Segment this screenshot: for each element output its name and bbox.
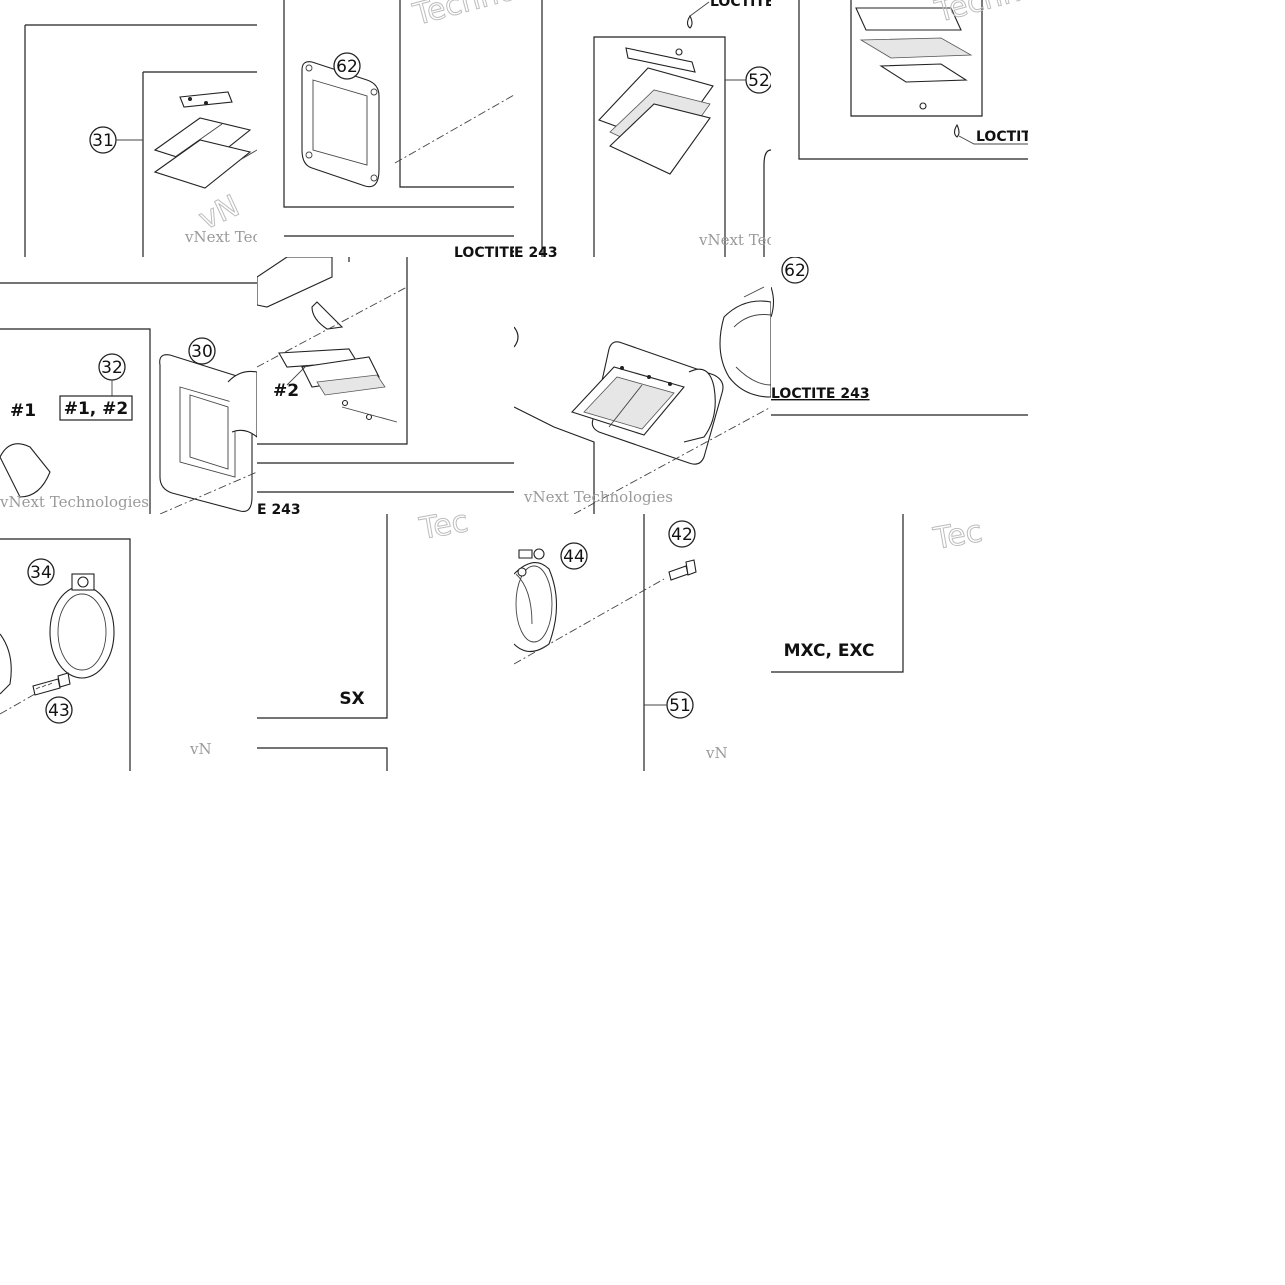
callout-31: 31: [89, 126, 117, 154]
callout-42: 42: [668, 520, 696, 548]
callout-32: 32: [98, 353, 126, 381]
loctite-label: LOCTITE 243: [454, 245, 514, 257]
watermark-text: vNext Technologies: [523, 488, 673, 506]
callout-44-number: 44: [563, 547, 585, 567]
diagram-tile-reed-block: vNext Technologies: [514, 257, 771, 514]
diagram-tile-sleeve-44: 44 42 51 vN: [514, 514, 771, 771]
callout-62: 62: [333, 52, 361, 80]
diagram-tile-gasket-stack: LOCTITE Techno: [771, 0, 1028, 257]
callout-52: 52: [745, 66, 771, 94]
callout-34: 34: [27, 558, 55, 586]
callout-62-ref-number: 62: [784, 261, 806, 281]
diagram-tile-reed-plate-52: LOCTITE 52 vNext Tec E 243: [514, 0, 771, 257]
callout-51: 51: [666, 691, 694, 719]
callout-51-number: 51: [669, 696, 691, 716]
variant-2-label: #2: [273, 381, 299, 401]
variant-1-label: #1: [10, 401, 36, 421]
loctite-label: E 243: [514, 245, 558, 257]
callout-44: 44: [560, 542, 588, 570]
watermark-text: vNext Tec: [698, 231, 771, 249]
callout-32-number: 32: [101, 358, 123, 378]
callout-30: 30: [188, 337, 216, 365]
callout-31-number: 31: [92, 131, 114, 151]
loctite-label: E 243: [257, 502, 301, 514]
callout-43: 43: [45, 696, 73, 724]
variant-12-label: #1, #2: [64, 399, 129, 419]
loctite-label: LOCTITE: [976, 129, 1028, 145]
callout-62-number: 62: [336, 57, 358, 77]
diagram-tile-gasket-62: 62 LOCTITE 243 Techno: [257, 0, 514, 257]
watermark-text: vN: [705, 744, 728, 762]
watermark-outline: Tec: [930, 514, 985, 557]
watermark-text: vNext Tec: [184, 228, 257, 246]
diagram-tile-reed-valve-31: 31 vNext Tec vN: [0, 0, 257, 257]
watermark-text: vNext Technologies: [0, 493, 149, 511]
callout-52-number: 52: [748, 71, 770, 91]
loctite-243-label: LOCTITE 243: [771, 386, 870, 402]
callout-62-ref: 62: [781, 257, 809, 284]
callout-34-number: 34: [30, 563, 52, 583]
callout-30-number: 30: [191, 342, 213, 362]
watermark-text: vN: [189, 740, 212, 758]
diagram-tile-loctite-243: 62 LOCTITE 243: [771, 257, 1028, 514]
diagram-tile-model-mxc-exc: MXC, EXC Tec: [771, 514, 1028, 771]
diagram-tile-variant-2: #2 E 243: [257, 257, 514, 514]
diagram-tile-model-sx: SX Tec: [257, 514, 514, 771]
callout-43-number: 43: [48, 701, 70, 721]
watermark-outline: Tec: [416, 514, 471, 547]
watermark-outline: Techno: [931, 0, 1028, 30]
model-mxc-exc-label: MXC, EXC: [784, 641, 875, 661]
watermark-outline: Techno: [409, 0, 514, 33]
model-sx-label: SX: [339, 689, 364, 709]
loctite-label-top: LOCTITE: [710, 0, 771, 10]
callout-42-number: 42: [671, 525, 693, 545]
diagram-tile-clamp-34: 34 43 vN: [0, 514, 257, 771]
diagram-tile-variant-32-30: #1 32 #1, #2 30 vNext Technologies: [0, 257, 257, 514]
